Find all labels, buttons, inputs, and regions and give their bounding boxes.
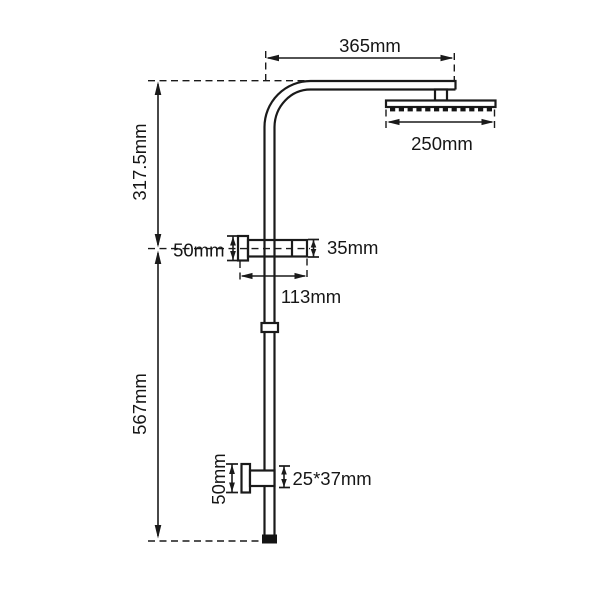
arrowhead-up-icon [230,236,236,246]
dimension-label-holder-length: 113mm [281,286,341,307]
arrowhead-down-icon [154,234,162,248]
dimension-annotations: 365mm 250mm 317.5mm 567mm [129,35,496,542]
nozzle [407,107,413,112]
arrowhead-left-icon [387,118,400,126]
arrowhead-up-icon [310,240,317,248]
arrowhead-down-icon [281,479,287,487]
arrowhead-down-icon [154,525,162,539]
shower-unit [236,79,497,544]
nozzle [390,107,396,112]
dimension-lower-height: 567mm [129,250,162,539]
nozzle [425,107,431,112]
rail-arm-inner-line [273,88,456,535]
handset-holder-bracket [236,234,309,262]
arrowhead-left-icon [266,54,279,62]
rail-slider [260,321,280,334]
rail-arm-outer-line [263,79,457,535]
dimension-label-holder-body-height: 35mm [327,237,378,258]
arrowhead-right-icon [294,272,307,280]
arrowhead-up-icon [154,250,162,264]
dimension-upper-height: 317.5mm [129,81,162,248]
dimension-label-head-width: 250mm [411,133,473,154]
nozzle [398,107,404,112]
dimension-label-arm-reach: 365mm [339,35,401,56]
nozzle [478,107,484,112]
nozzle [442,107,448,112]
arrowhead-right-icon [440,54,454,62]
dimension-holder-flange-height: 50mm [173,235,239,262]
rail-end-cap [262,534,277,544]
bracket-wall-flange [240,462,252,494]
dimension-label-upper-height: 317.5mm [129,123,150,200]
dimension-bracket-body-size: 25*37mm [279,465,372,489]
nozzle [451,107,457,112]
dimension-label-lower-height: 567mm [129,373,150,435]
shower-head [384,99,497,109]
shower-head-stem [433,88,449,102]
dimension-arm-reach: 365mm [265,35,455,80]
nozzle [486,107,492,112]
dimension-label-bracket-flange-height: 50mm [208,453,229,504]
arrowhead-down-icon [229,482,235,492]
nozzle [416,107,422,112]
arrowhead-down-icon [310,249,317,257]
nozzle [469,107,475,112]
nozzle [434,107,440,112]
shower-head-nozzles [390,107,492,112]
holder-body [246,238,309,258]
arrowhead-up-icon [281,466,287,475]
arrowhead-up-icon [154,81,162,95]
arrowhead-left-icon [240,272,253,280]
nozzle [460,107,466,112]
dimension-head-width: 250mm [385,109,496,154]
bracket-body [248,469,276,488]
dimension-holder-length: 113mm [239,258,341,307]
dimension-bracket-flange-height: 50mm [208,453,238,505]
wall-bracket [240,462,276,494]
dimension-label-bracket-body-size: 25*37mm [293,468,372,489]
arrowhead-right-icon [481,118,494,126]
arrowhead-up-icon [229,464,235,474]
dimension-holder-body-height: 35mm [308,237,378,258]
dimension-label-holder-flange-height: 50mm [173,240,224,261]
arrowhead-down-icon [230,251,236,260]
